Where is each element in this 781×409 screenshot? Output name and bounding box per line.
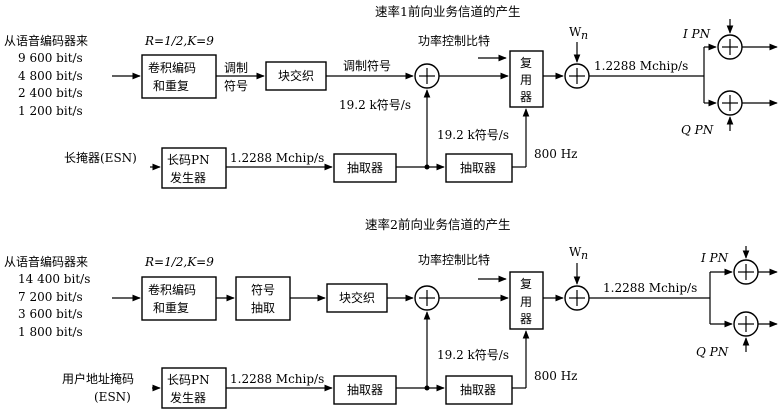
rate1-source-label: 从语音编码器来 — [4, 33, 88, 48]
rate2-walsh-label: W — [569, 245, 582, 259]
rate2-rate-19-2: 19.2 k符号/s — [437, 347, 509, 362]
rate1-mux-l3: 器 — [520, 90, 532, 104]
rate1-conv-encoder-l1: 卷积编码 — [148, 60, 196, 75]
rate1-title: 速率1前向业务信道的产生 — [375, 4, 520, 19]
rate1-diagram: 速率1前向业务信道的产生 从语音编码器来 9 600 bit/s 4 800 b… — [4, 4, 778, 189]
rate2-pn-gen-box — [161, 367, 227, 409]
rate2-long-code-l1: 用户地址掩码 — [62, 371, 134, 386]
rate1-decimator1-label: 抽取器 — [347, 161, 383, 175]
rate1-decimator1-box — [333, 153, 397, 183]
rate1-q-pn: Q PN — [681, 123, 714, 137]
rate1-encoder-params: R=1/2,K=9 — [144, 34, 214, 48]
rate2-mux-l3: 器 — [520, 312, 532, 326]
rate2-pn-gen-l2: 发生器 — [170, 390, 206, 405]
rate2-title: 速率2前向业务信道的产生 — [365, 217, 510, 232]
rate2-source-label: 从语音编码器来 — [4, 254, 88, 269]
rate1-conv-encoder-l2: 和重复 — [153, 79, 189, 93]
rate2-puncture-box — [235, 276, 291, 321]
rate1-walsh-sub: n — [581, 29, 588, 42]
rate2-rate-1: 7 200 bit/s — [18, 290, 83, 304]
rate2-decimator2-box — [445, 375, 513, 405]
rate2-rate-2: 3 600 bit/s — [18, 307, 83, 321]
rate2-walsh-sub: n — [581, 249, 588, 262]
rate2-conv-encoder-l2: 和重复 — [153, 301, 189, 315]
rate1-mod-symbol-l1: 调制 — [224, 61, 248, 75]
rate1-pn-gen-box — [161, 147, 227, 189]
rate2-puncture-l2: 抽取 — [251, 301, 275, 315]
rate2-conv-encoder-l1: 卷积编码 — [148, 282, 196, 297]
rate2-mux-l2: 用 — [520, 295, 532, 309]
rate2-pn-gen-l1: 长码PN — [167, 373, 210, 387]
rate1-mod-symbol-label: 调制符号 — [343, 58, 391, 73]
rate2-decimator1-box — [333, 375, 397, 405]
rate1-pn-gen-l2: 发生器 — [170, 170, 206, 185]
rate1-i-pn: I PN — [682, 27, 711, 41]
rate1-hz-label: 800 Hz — [534, 147, 578, 161]
rate2-hz-label: 800 Hz — [534, 369, 578, 383]
rate1-pn-rate: 1.2288 Mchip/s — [230, 151, 324, 165]
rate2-interleaver-label: 块交织 — [339, 290, 375, 305]
rate1-rate-2: 2 400 bit/s — [18, 86, 83, 100]
rate1-long-code-label: 长掩器(ESN) — [64, 151, 137, 165]
rate1-decimator2-box — [445, 153, 513, 183]
rate2-i-pn: I PN — [700, 251, 729, 265]
rate2-interleaver-box — [326, 283, 388, 313]
rate1-decimator2-label: 抽取器 — [460, 161, 496, 175]
rate1-rate-1: 4 800 bit/s — [18, 69, 83, 83]
rate1-walsh-label: W — [569, 25, 582, 39]
rate2-encoder-params: R=1/2,K=9 — [144, 255, 214, 269]
rate2-rate-0: 14 400 bit/s — [18, 272, 90, 286]
rate2-long-code-l2: (ESN) — [94, 390, 131, 404]
rate2-mux-l1: 复 — [520, 277, 532, 291]
rate1-rate-19-2-b: 19.2 k符号/s — [437, 127, 509, 142]
rate1-rate-19-2-a: 19.2 k符号/s — [339, 97, 411, 112]
rate1-rate-0: 9 600 bit/s — [18, 51, 83, 65]
rate1-chip-rate: 1.2288 Mchip/s — [594, 59, 688, 73]
rate2-chip-rate: 1.2288 Mchip/s — [603, 281, 697, 295]
rate2-decimator2-label: 抽取器 — [460, 383, 496, 397]
rate2-mux-box — [509, 271, 544, 330]
rate2-puncture-l1: 符号 — [251, 282, 275, 297]
rate1-power-control-label: 功率控制比特 — [418, 33, 490, 48]
rate2-decimator1-label: 抽取器 — [347, 383, 383, 397]
rate1-mux-l2: 用 — [520, 73, 532, 87]
rate1-interleaver-label: 块交织 — [278, 68, 314, 83]
rate2-q-pn: Q PN — [696, 345, 729, 359]
rate2-power-control-label: 功率控制比特 — [418, 252, 490, 267]
rate1-rate-3: 1 200 bit/s — [18, 104, 83, 118]
rate1-mod-symbol-l2: 符号 — [224, 78, 248, 93]
rate2-conv-encoder-box — [141, 276, 217, 321]
rate1-mux-l1: 复 — [520, 56, 532, 70]
rate1-pn-gen-l1: 长码PN — [167, 153, 210, 167]
rate2-pn-rate: 1.2288 Mchip/s — [230, 372, 324, 386]
rate2-rate-3: 1 800 bit/s — [18, 325, 83, 339]
rate2-diagram: 速率2前向业务信道的产生 从语音编码器来 14 400 bit/s 7 200 … — [4, 217, 778, 409]
rate1-mux-box — [509, 50, 544, 108]
